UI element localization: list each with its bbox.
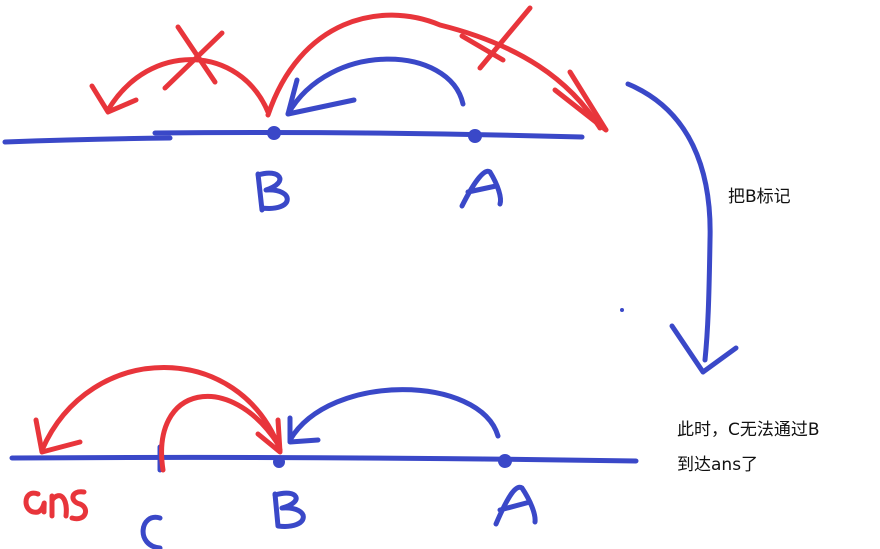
top-blue-arrowhead xyxy=(285,77,357,117)
top-red-left-arrowhead xyxy=(89,83,139,115)
bottom-blue-arc-a-to-b xyxy=(287,387,501,443)
bottom-point-b-label-stroke xyxy=(272,490,306,529)
bottom-point-c-label-stroke xyxy=(140,514,163,549)
top-red-cross-right xyxy=(459,5,533,71)
bottom-red-arc-b-to-c xyxy=(159,393,281,473)
bottom-point-b-label: B xyxy=(278,494,299,529)
stray-dot xyxy=(620,308,624,312)
top-red-cross-left xyxy=(162,24,225,91)
top-point-b-dot xyxy=(267,126,281,140)
bottom-answer-label: ans xyxy=(22,488,72,521)
bottom-ans-label-stroke xyxy=(23,489,89,522)
bottom-point-a-label-stroke xyxy=(493,484,538,527)
transition-arrow xyxy=(620,81,739,375)
top-point-b-label-stroke xyxy=(255,170,290,213)
bottom-red-arc-b-to-ans xyxy=(39,365,283,453)
bottom-note-line1: 此时，C无法通过B xyxy=(677,420,820,440)
top-diagram xyxy=(2,5,609,213)
bottom-note-line2: 到达ans了 xyxy=(677,455,759,475)
top-point-a-dot xyxy=(468,129,482,143)
transition-note: 把B标记 xyxy=(728,187,791,207)
bottom-point-a-dot xyxy=(498,454,512,468)
big-down-arrowhead xyxy=(669,323,739,375)
top-red-right-arrowhead xyxy=(552,69,609,133)
bottom-point-c-label: C xyxy=(140,512,161,547)
bottom-blue-arrowhead xyxy=(287,415,321,445)
bottom-diagram xyxy=(9,365,639,549)
top-point-a-label-stroke xyxy=(459,168,503,209)
top-red-arc-b-to-right xyxy=(265,12,603,131)
top-point-b-label: B xyxy=(262,176,283,211)
top-number-line xyxy=(2,130,585,145)
bottom-red-b-arrowhead xyxy=(255,417,283,455)
bottom-number-line xyxy=(9,454,639,464)
bottom-point-a-label: A xyxy=(500,488,521,523)
big-down-arrow xyxy=(625,81,713,363)
top-blue-arc-a-to-b xyxy=(285,56,466,117)
bottom-red-ans-arrowhead xyxy=(33,417,83,455)
top-point-a-label: A xyxy=(468,172,489,207)
bottom-point-b-dot xyxy=(273,456,285,468)
